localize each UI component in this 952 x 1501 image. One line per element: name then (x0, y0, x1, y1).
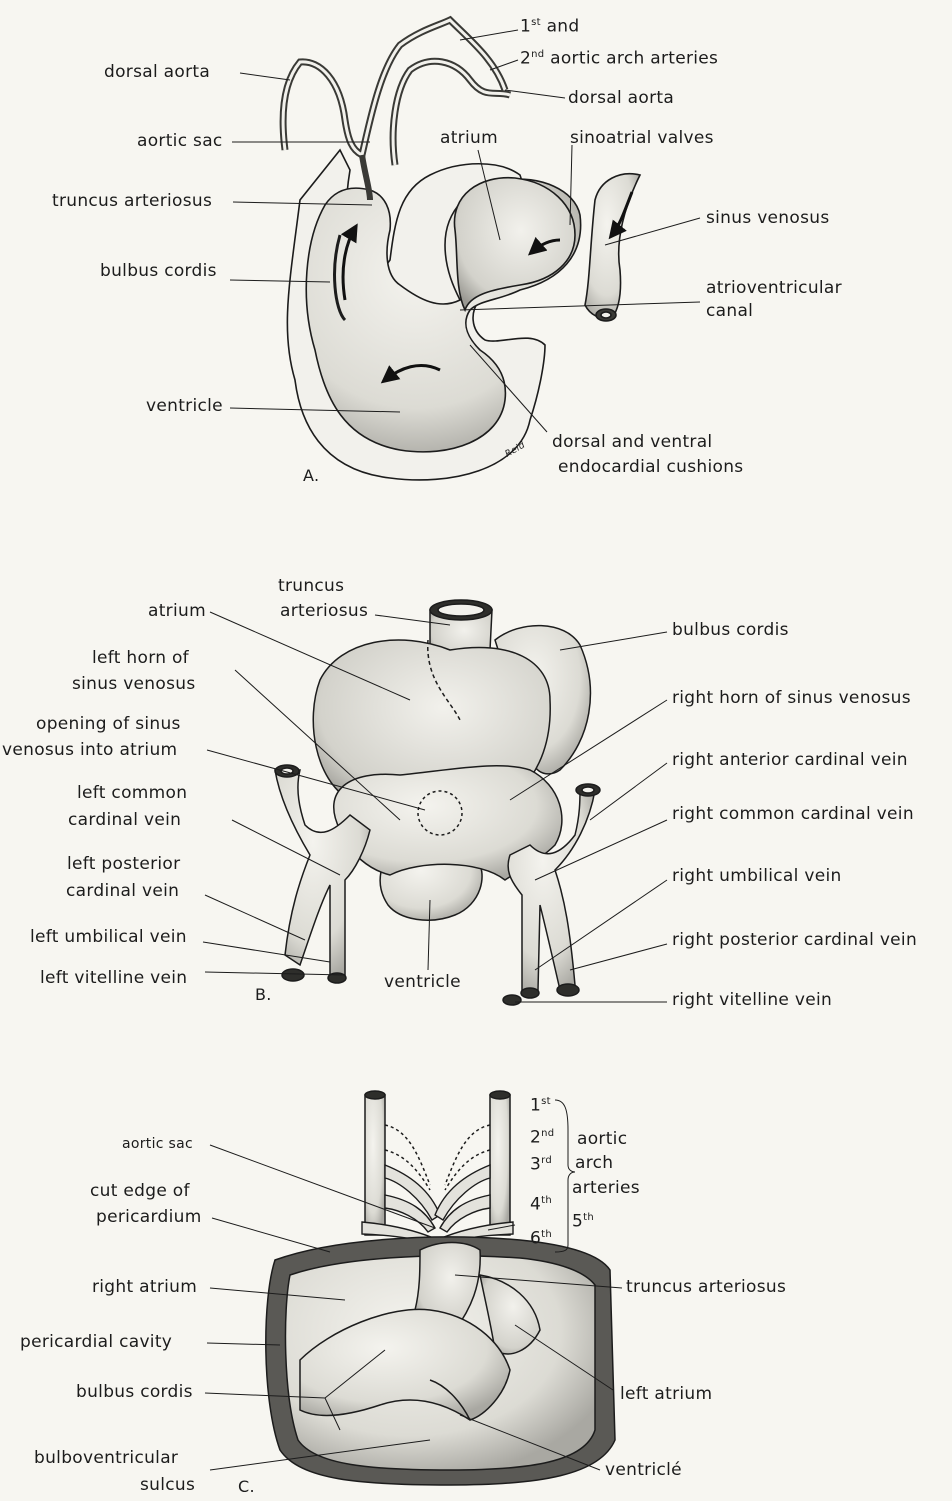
left-dorsal-aorta (365, 1095, 385, 1235)
opening-label-1: opening of sinus (36, 716, 181, 733)
panel-a-letter: A. (303, 468, 319, 484)
right-vitelline-label: right vitelline vein (672, 992, 832, 1009)
panel-b-drawing (203, 600, 667, 1005)
right-ant-cardinal-label: right anterior cardinal vein (672, 752, 908, 769)
arch-1-label: 1st and (520, 18, 579, 36)
atrium-a-label: atrium (440, 130, 498, 147)
left-vitelline-label: left vitelline vein (40, 970, 187, 987)
right-umbilical-label: right umbilical vein (672, 868, 842, 885)
arch-ordinal-1: 1st (530, 1097, 551, 1115)
right-horn-label: right horn of sinus venosus (672, 690, 911, 707)
cut-edge-label-2: pericardium (96, 1209, 202, 1226)
left-atrium-label: left atrium (620, 1386, 712, 1403)
aortic-arch-label-3: arteries (572, 1180, 640, 1197)
av-canal-label-1: atrioventricular (706, 280, 842, 297)
opening-label-2: venosus into atrium (2, 742, 177, 759)
left-horn-label-1: left horn of (92, 650, 189, 667)
cushions-label-2: endocardial cushions (558, 459, 743, 476)
right-dorsal-aorta (490, 1095, 510, 1235)
sinus-venosus-a-label: sinus venosus (706, 210, 829, 227)
bulbus-a-label: bulbus cordis (100, 263, 217, 280)
right-common-label: right common cardinal vein (672, 806, 914, 823)
left-umbilical-label: left umbilical vein (30, 929, 187, 946)
panel-c-letter: C. (238, 1479, 255, 1495)
bulbus-c-label: bulbus cordis (76, 1384, 193, 1401)
dorsal-aorta-right-label: dorsal aorta (568, 90, 674, 107)
panel-b-letter: B. (255, 987, 272, 1003)
cut-edge-label-1: cut edge of (90, 1183, 190, 1200)
ventricle-b-label: ventricle (384, 974, 461, 991)
right-atrium-label: right atrium (92, 1279, 197, 1296)
left-horn-label-2: sinus venosus (72, 676, 195, 693)
aortic-sac-c-label: aortic sac (122, 1137, 193, 1151)
arch-ordinal-3: 3rd (530, 1156, 552, 1174)
left-post-label-2: cardinal vein (66, 883, 179, 900)
arch-ordinal-6: 6th (530, 1230, 552, 1248)
dorsal-aorta-left-label: dorsal aorta (104, 64, 210, 81)
aortic-arch-label-2: arch (575, 1155, 613, 1172)
ventricle-a-label: ventricle (146, 398, 223, 415)
pericardial-cavity-label: pericardial cavity (20, 1334, 172, 1351)
atrium-b-label: atrium (148, 603, 206, 620)
truncus-c-label: truncus arteriosus (626, 1279, 786, 1296)
arch-ordinal-2: 2nd (530, 1129, 554, 1147)
bulbus-b-label: bulbus cordis (672, 622, 789, 639)
sinoatrial-valves-label: sinoatrial valves (570, 130, 714, 147)
right-post-label: right posterior cardinal vein (672, 932, 917, 949)
truncus-a-label: truncus arteriosus (52, 193, 212, 210)
sulcus-label-2: sulcus (140, 1477, 195, 1494)
left-common-label-1: left common (77, 785, 187, 802)
sulcus-label-1: bulboventricular (34, 1450, 178, 1467)
cushions-label-1: dorsal and ventral (552, 434, 712, 451)
arch-2-label: 2nd aortic arch arteries (520, 50, 718, 68)
panel-c-drawing (205, 1091, 622, 1485)
truncus-b-label-2: arteriosus (280, 603, 368, 620)
aortic-sac-label: aortic sac (137, 133, 223, 150)
av-canal-label-2: canal (706, 303, 753, 320)
truncus-b-label-1: truncus (278, 578, 344, 595)
arch-ordinal-4: 4th (530, 1196, 552, 1214)
left-common-label-2: cardinal vein (68, 812, 181, 829)
ventricle-c-label: ventriclé (605, 1462, 682, 1479)
left-post-label-1: left posterior (67, 856, 180, 873)
arch-ordinal-5: 5th (572, 1213, 594, 1231)
aortic-arch-label-1: aortic (577, 1131, 627, 1148)
